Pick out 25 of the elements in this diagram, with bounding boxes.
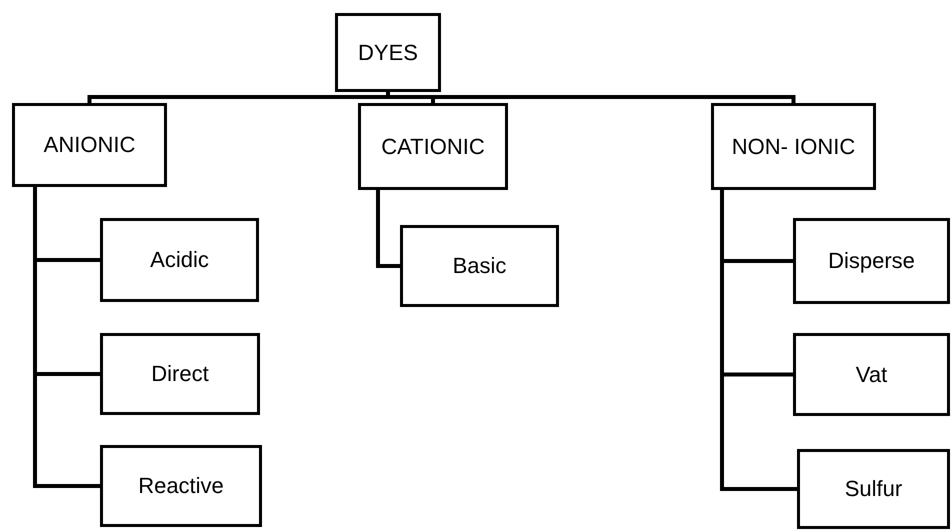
category-box xyxy=(793,218,950,304)
node-label: ANIONIC xyxy=(44,131,136,159)
connector-line xyxy=(720,190,797,491)
category-box xyxy=(12,103,167,187)
category-box xyxy=(711,103,876,190)
category-box xyxy=(335,13,441,92)
node-label: Reactive xyxy=(138,472,224,500)
node-label: CATIONIC xyxy=(381,132,485,160)
node-label: Direct xyxy=(151,360,209,388)
node-label: Vat xyxy=(856,360,888,388)
node-label: Disperse xyxy=(828,247,915,275)
category-box xyxy=(100,445,262,527)
category-box xyxy=(358,103,508,190)
node-label: Basic xyxy=(452,252,506,280)
node-label: Acidic xyxy=(150,246,209,274)
category-box xyxy=(100,218,259,302)
connector-line xyxy=(33,187,100,488)
node-label: Sulfur xyxy=(844,475,902,503)
connector-line xyxy=(376,190,400,268)
category-box xyxy=(793,333,950,416)
node-label: DYES xyxy=(358,38,418,66)
category-box xyxy=(100,333,260,415)
category-box xyxy=(400,225,559,307)
category-box xyxy=(797,449,950,529)
node-label: NON- IONIC xyxy=(732,132,856,160)
